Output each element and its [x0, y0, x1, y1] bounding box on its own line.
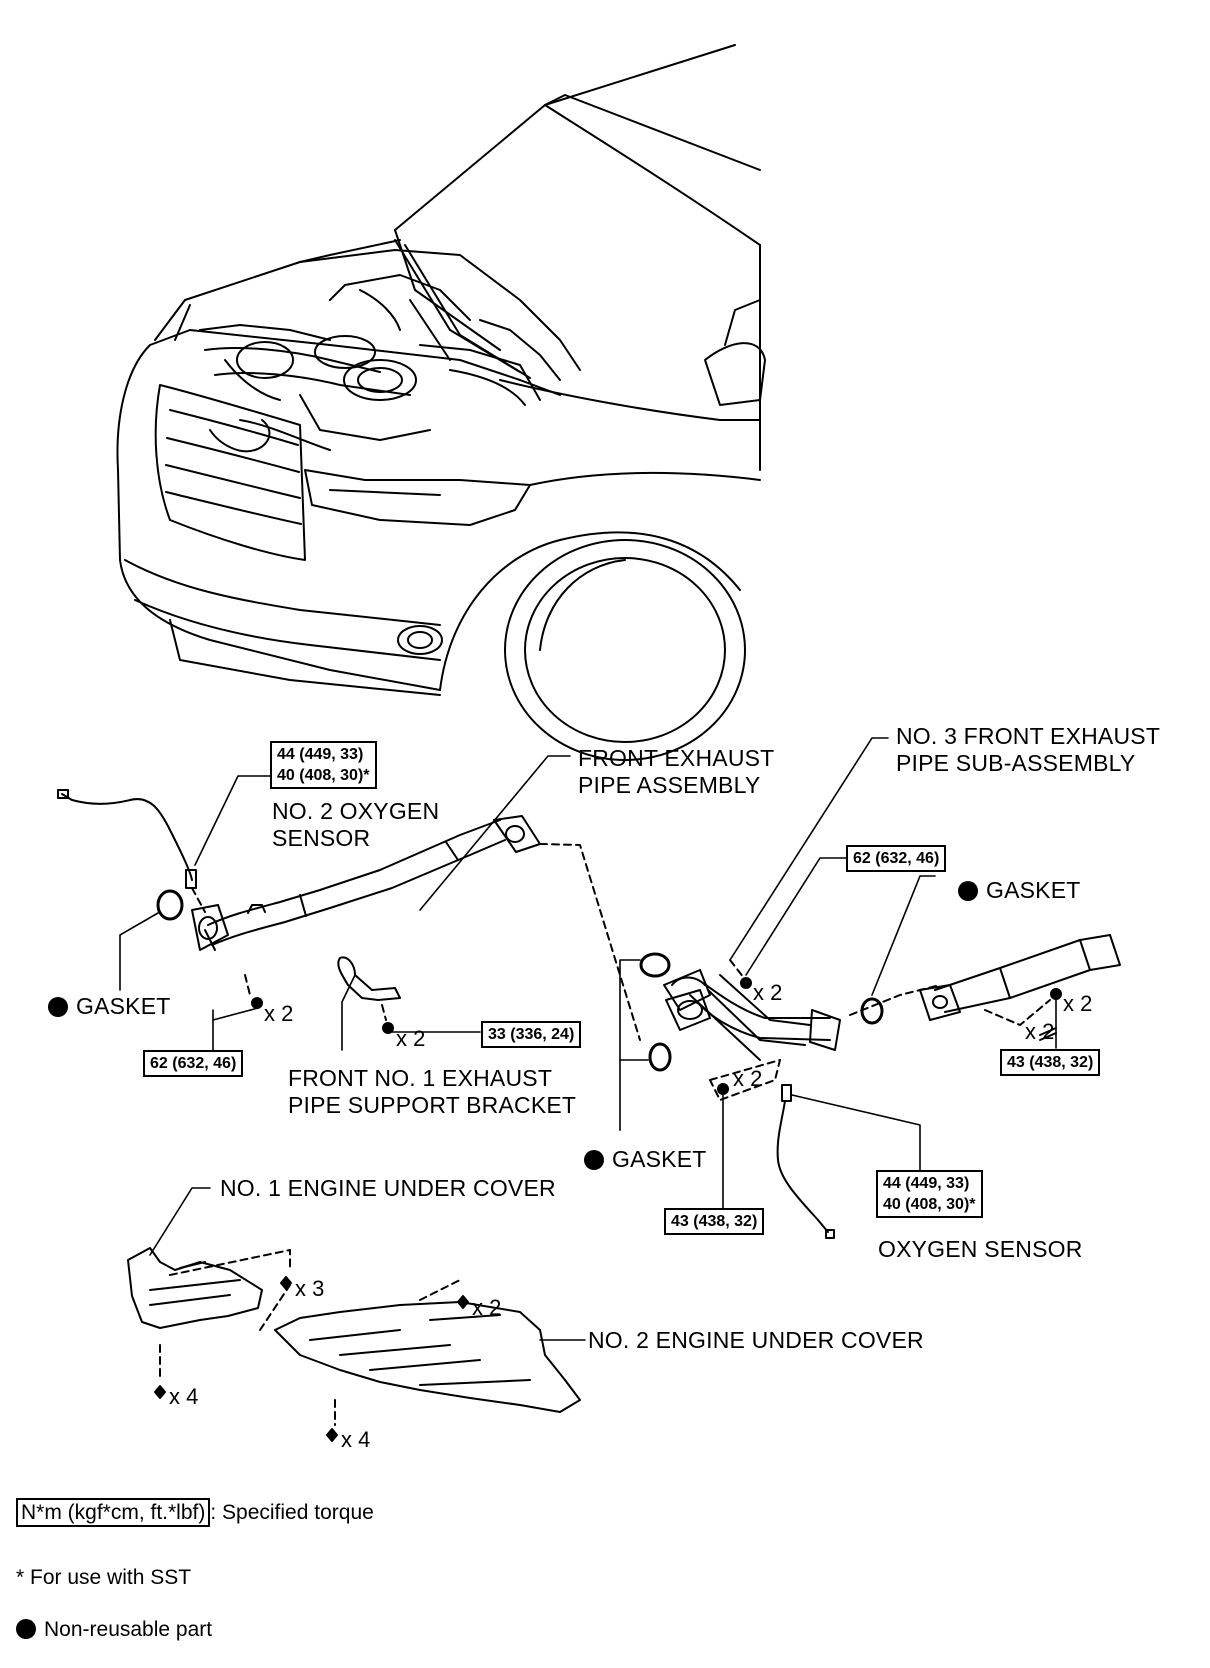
torque-support-bracket: 33 (336, 24)	[481, 1021, 582, 1048]
label-line: FRONT EXHAUST	[578, 745, 775, 771]
engine-under-covers	[127, 1247, 581, 1413]
gasket-upper-part	[639, 952, 671, 978]
torque-value: 43 (438, 32)	[1007, 1054, 1094, 1071]
no3-front-exhaust-pipe-part	[663, 969, 841, 1061]
label-oxygen-sensor: OXYGEN SENSOR	[878, 1236, 1083, 1262]
torque-value: 62 (632, 46)	[150, 1055, 237, 1072]
no2-oxygen-sensor-part	[57, 789, 197, 889]
label-gasket-tail: GASKET	[958, 877, 1081, 904]
label-no1-under-cover: NO. 1 ENGINE UNDER COVER	[220, 1175, 556, 1201]
tail-pipe-part	[919, 934, 1121, 1041]
label-line: FRONT NO. 1 EXHAUST	[288, 1065, 553, 1091]
count-front-flange-bolts: x 2	[264, 1001, 294, 1026]
alignment-lines	[159, 843, 1051, 1426]
torque-value: 33 (336, 24)	[488, 1026, 575, 1043]
count-cover2-screws: x 2	[472, 1295, 502, 1320]
label-line: GASKET	[612, 1146, 707, 1172]
non-reusable-dot-icon	[16, 1619, 36, 1639]
torque-no3-pipe: 62 (632, 46)	[846, 845, 947, 872]
label-line: PIPE SUB-ASSEMBLY	[896, 750, 1136, 776]
torque-oxygen-sensor: 44 (449, 33) 40 (408, 30)*	[876, 1170, 983, 1218]
torque-value: 43 (438, 32)	[671, 1213, 758, 1230]
label-gasket-left: GASKET	[48, 993, 171, 1020]
front-exhaust-pipe-assembly	[191, 815, 541, 951]
oxygen-sensor-part	[776, 1084, 835, 1239]
torque-no2-oxygen-sensor: 44 (449, 33) 40 (408, 30)*	[270, 741, 377, 789]
gasket-lower-part	[648, 1042, 672, 1072]
legend-non-reusable-text: Non-reusable part	[44, 1618, 213, 1641]
torque-value: 44 (449, 33)	[277, 746, 364, 763]
label-no2-under-cover: NO. 2 ENGINE UNDER COVER	[588, 1327, 924, 1353]
label-line: PIPE SUPPORT BRACKET	[288, 1092, 577, 1118]
count-tail-bolts: x 2	[1063, 991, 1093, 1016]
torque-value: 44 (449, 33)	[883, 1175, 970, 1192]
label-line: GASKET	[986, 877, 1081, 903]
label-front-exhaust-pipe: FRONT EXHAUST PIPE ASSEMBLY	[578, 745, 774, 799]
count-cover1-screws: x 3	[295, 1276, 325, 1301]
count-no3-bolts: x 2	[753, 980, 783, 1005]
label-no3-front-exhaust-pipe: NO. 3 FRONT EXHAUST PIPE SUB-ASSEMBLY	[896, 723, 1160, 777]
non-reusable-dot-icon	[958, 881, 978, 901]
leader-lines	[119, 737, 1057, 1341]
legend-torque: N*m (kgf*cm, ft.*lbf): Specified torque	[16, 1498, 374, 1527]
count-cover1-bolts: x 4	[169, 1384, 199, 1409]
label-line: NO. 2 OXYGEN	[272, 798, 440, 824]
torque-value-sst: 40 (408, 30)*	[883, 1196, 976, 1213]
count-cover2-bolts: x 4	[341, 1427, 371, 1452]
torque-front-pipe-flange: 62 (632, 46)	[143, 1050, 244, 1077]
label-line: NO. 3 FRONT EXHAUST	[896, 723, 1161, 749]
support-bracket-part	[337, 956, 401, 1001]
label-line: PIPE ASSEMBLY	[578, 772, 761, 798]
label-line: GASKET	[76, 993, 171, 1019]
vehicle-illustration	[116, 44, 766, 761]
gasket-tail-part	[860, 997, 884, 1025]
torque-value: 62 (632, 46)	[853, 850, 940, 867]
legend-non-reusable: Non-reusable part	[16, 1617, 212, 1643]
non-reusable-dot-icon	[48, 997, 68, 1017]
label-line: SENSOR	[272, 825, 371, 851]
bolts	[154, 977, 1062, 1442]
legend-torque-box: N*m (kgf*cm, ft.*lbf)	[16, 1498, 211, 1527]
label-support-bracket: FRONT NO. 1 EXHAUST PIPE SUPPORT BRACKET	[288, 1065, 576, 1119]
gasket-left-part	[156, 889, 184, 921]
count-tail-springs: x 2	[1025, 1019, 1055, 1044]
torque-manifold-flange: 43 (438, 32)	[664, 1208, 765, 1235]
torque-value-sst: 40 (408, 30)*	[277, 767, 370, 784]
legend-torque-text: : Specified torque	[210, 1501, 374, 1524]
non-reusable-dot-icon	[584, 1150, 604, 1170]
legend-sst: * For use with SST	[16, 1566, 192, 1589]
torque-tail-flange: 43 (438, 32)	[1000, 1049, 1101, 1076]
label-gasket-center: GASKET	[584, 1146, 707, 1173]
count-manifold-bolts: x 2	[733, 1066, 763, 1091]
count-bracket-bolts: x 2	[396, 1026, 426, 1051]
label-no2-oxygen-sensor: NO. 2 OXYGEN SENSOR	[272, 798, 439, 852]
